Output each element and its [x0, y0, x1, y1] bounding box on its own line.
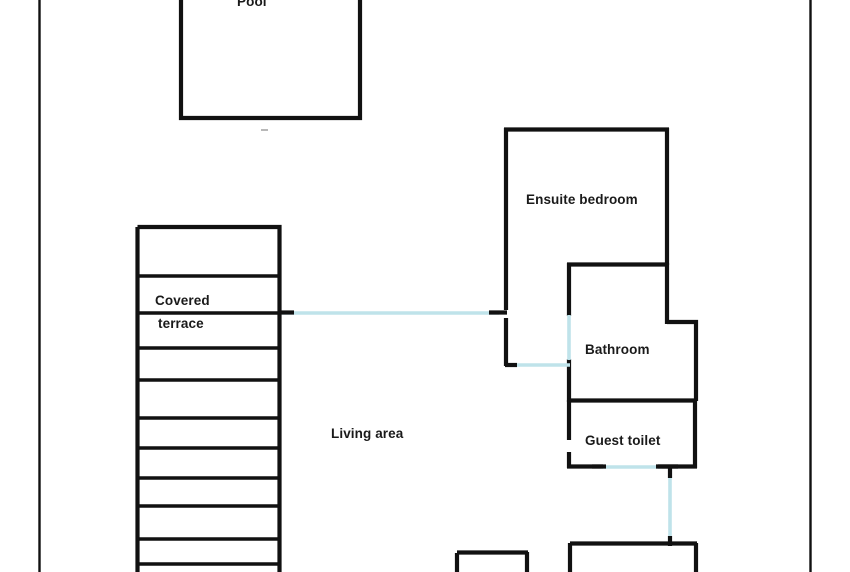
room-label-ensuite-bedroom: Ensuite bedroom [526, 192, 638, 207]
room-label-covered-terrace-line2: terrace [158, 316, 204, 331]
bathroom-walls [566, 263, 699, 403]
room-label-bathroom: Bathroom [585, 342, 650, 357]
lower-rooms-group [454, 541, 699, 572]
terrace-slat-lines [137, 274, 280, 566]
lower-right-room-outline [567, 541, 699, 572]
bathroom-right-step-wall [667, 319, 699, 401]
pool-rect-outline [178, 0, 363, 121]
door-jamb-stubs [281, 310, 678, 546]
covered-terrace-group [135, 224, 282, 572]
lower-small-room-outline [454, 550, 530, 572]
ensuite-bedroom-walls [503, 127, 670, 366]
room-label-guest-toilet: Guest toilet [585, 433, 661, 448]
room-label-covered-terrace-line1: Covered [155, 293, 210, 308]
pool-outline-group [178, 0, 363, 131]
room-label-pool: Pool [237, 0, 267, 9]
room-label-living-area: Living area [331, 426, 404, 441]
terrace-outline [135, 224, 282, 572]
openings-group [281, 310, 678, 546]
site-boundary-group [38, 0, 812, 572]
